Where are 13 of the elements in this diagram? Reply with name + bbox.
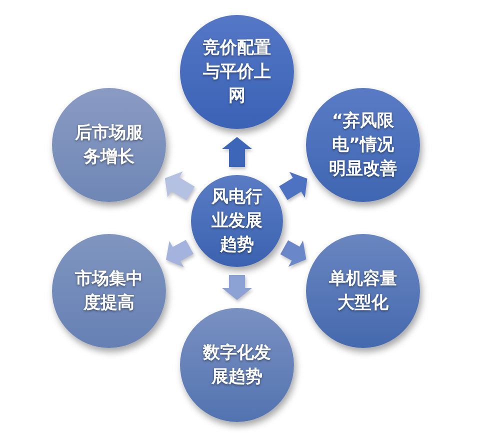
- block-arrow: [166, 240, 194, 268]
- circle-label: 竞价配置与平价上网: [202, 37, 272, 108]
- block-arrow: [222, 137, 252, 167]
- circle-label: 市场集中度提高: [74, 268, 144, 315]
- circle-label: 后市场服务增长: [74, 122, 144, 169]
- circle-label: “弃风限电”情况明显改善: [328, 110, 398, 181]
- block-arrow: [164, 171, 195, 200]
- block-arrow: [280, 240, 306, 267]
- block-arrow: [222, 275, 252, 300]
- circle-label: 数字化发展趋势: [202, 342, 272, 389]
- circle-label: 单机容量大型化: [328, 268, 398, 315]
- block-arrow: [279, 172, 308, 200]
- circle-label: 风电行业发展趋势: [210, 186, 264, 257]
